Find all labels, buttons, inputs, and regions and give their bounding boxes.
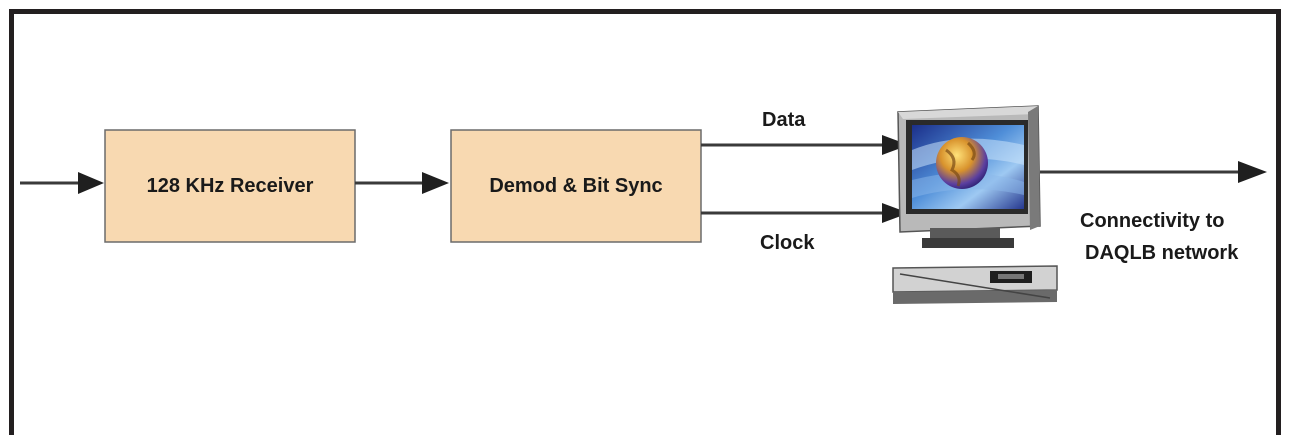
receiver-label: 128 KHz Receiver <box>147 175 314 197</box>
receiver-to-demod-connector <box>355 172 449 194</box>
clock-connector <box>701 203 909 223</box>
desktop-computer-icon <box>892 105 1058 304</box>
output-label-line2: DAQLB network <box>1085 242 1239 264</box>
input-connector <box>20 172 104 194</box>
demod-label: Demod & Bit Sync <box>489 175 662 197</box>
data-signal-label: Data <box>762 109 806 131</box>
clock-signal-label: Clock <box>760 232 815 254</box>
demod-block: Demod & Bit Sync <box>450 129 702 243</box>
output-connector <box>1040 161 1267 183</box>
output-label-line1: Connectivity to <box>1080 210 1224 232</box>
data-connector <box>701 135 909 155</box>
receiver-block: 128 KHz Receiver <box>104 129 356 243</box>
